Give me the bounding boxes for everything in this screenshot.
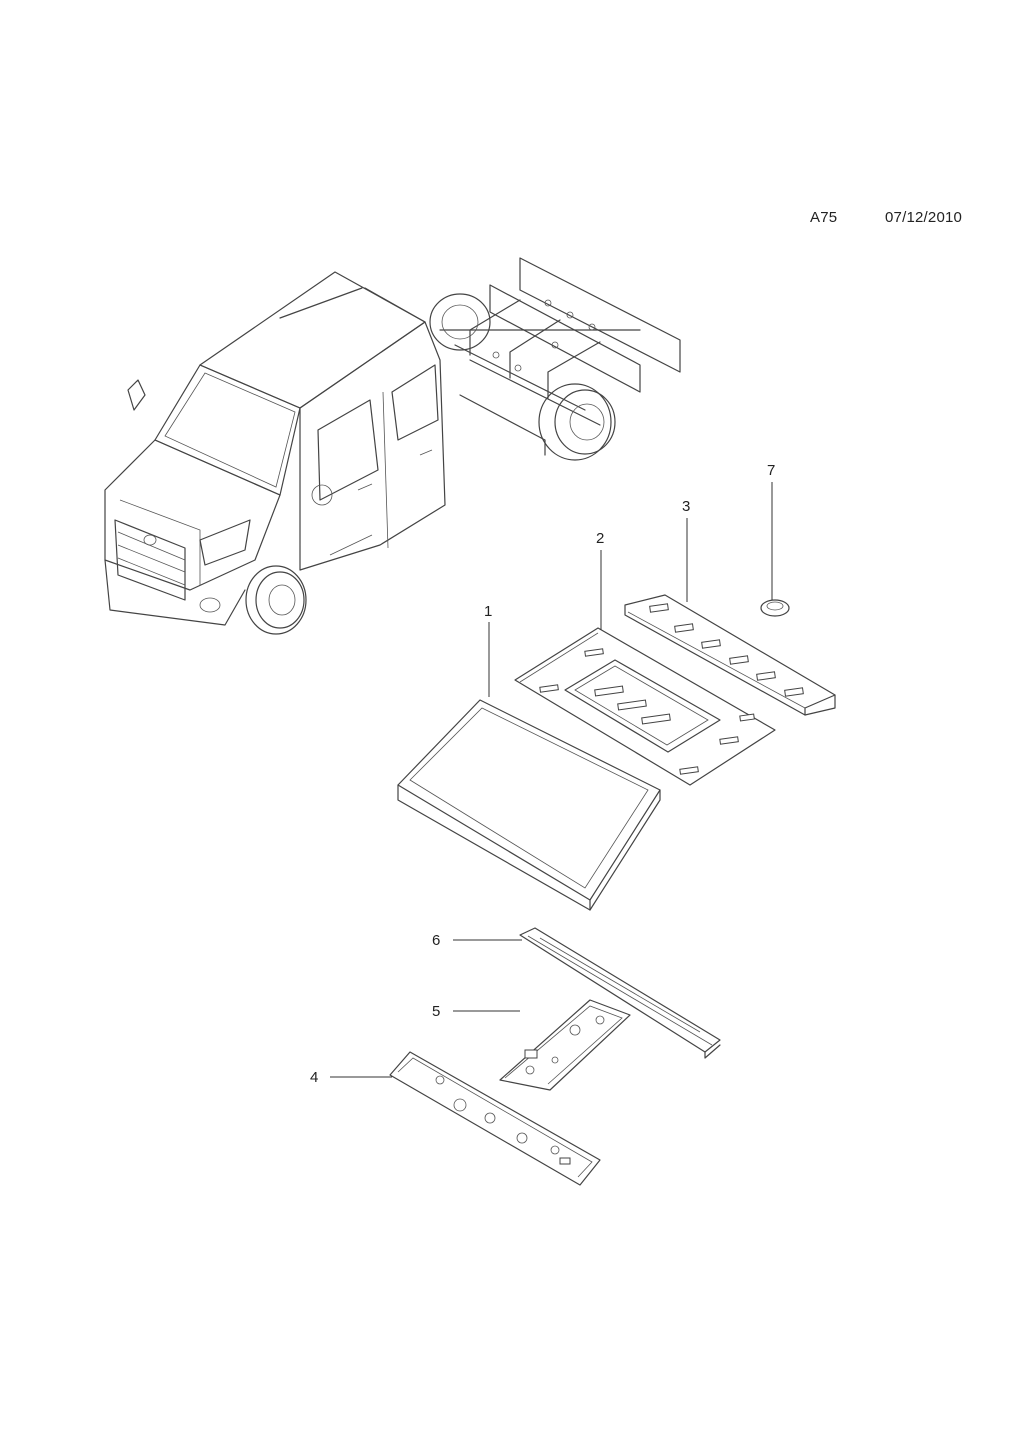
part-6-cross-member	[519, 927, 721, 1059]
callout-3: 3	[682, 498, 690, 515]
part-4-front-rail	[389, 1051, 601, 1186]
callout-1: 1	[484, 603, 492, 620]
callout-2: 2	[596, 530, 604, 547]
diagram-code: A75	[810, 209, 838, 226]
callout-6: 6	[432, 932, 440, 949]
callout-4: 4	[310, 1069, 318, 1086]
leader-lines	[330, 482, 773, 1078]
part-1-roof	[397, 699, 661, 911]
callout-5: 5	[432, 1003, 440, 1020]
part-5-bracket	[499, 999, 631, 1091]
part-2-roof-panel	[514, 627, 776, 786]
part-3-roof-bow	[624, 594, 836, 716]
callout-labels: 1 2 3 4 5 6 7	[310, 462, 775, 1086]
vehicle-illustration	[104, 257, 681, 635]
callout-7: 7	[767, 462, 775, 479]
part-7-grommet	[760, 599, 790, 617]
diagram-date: 07/12/2010	[885, 209, 963, 226]
